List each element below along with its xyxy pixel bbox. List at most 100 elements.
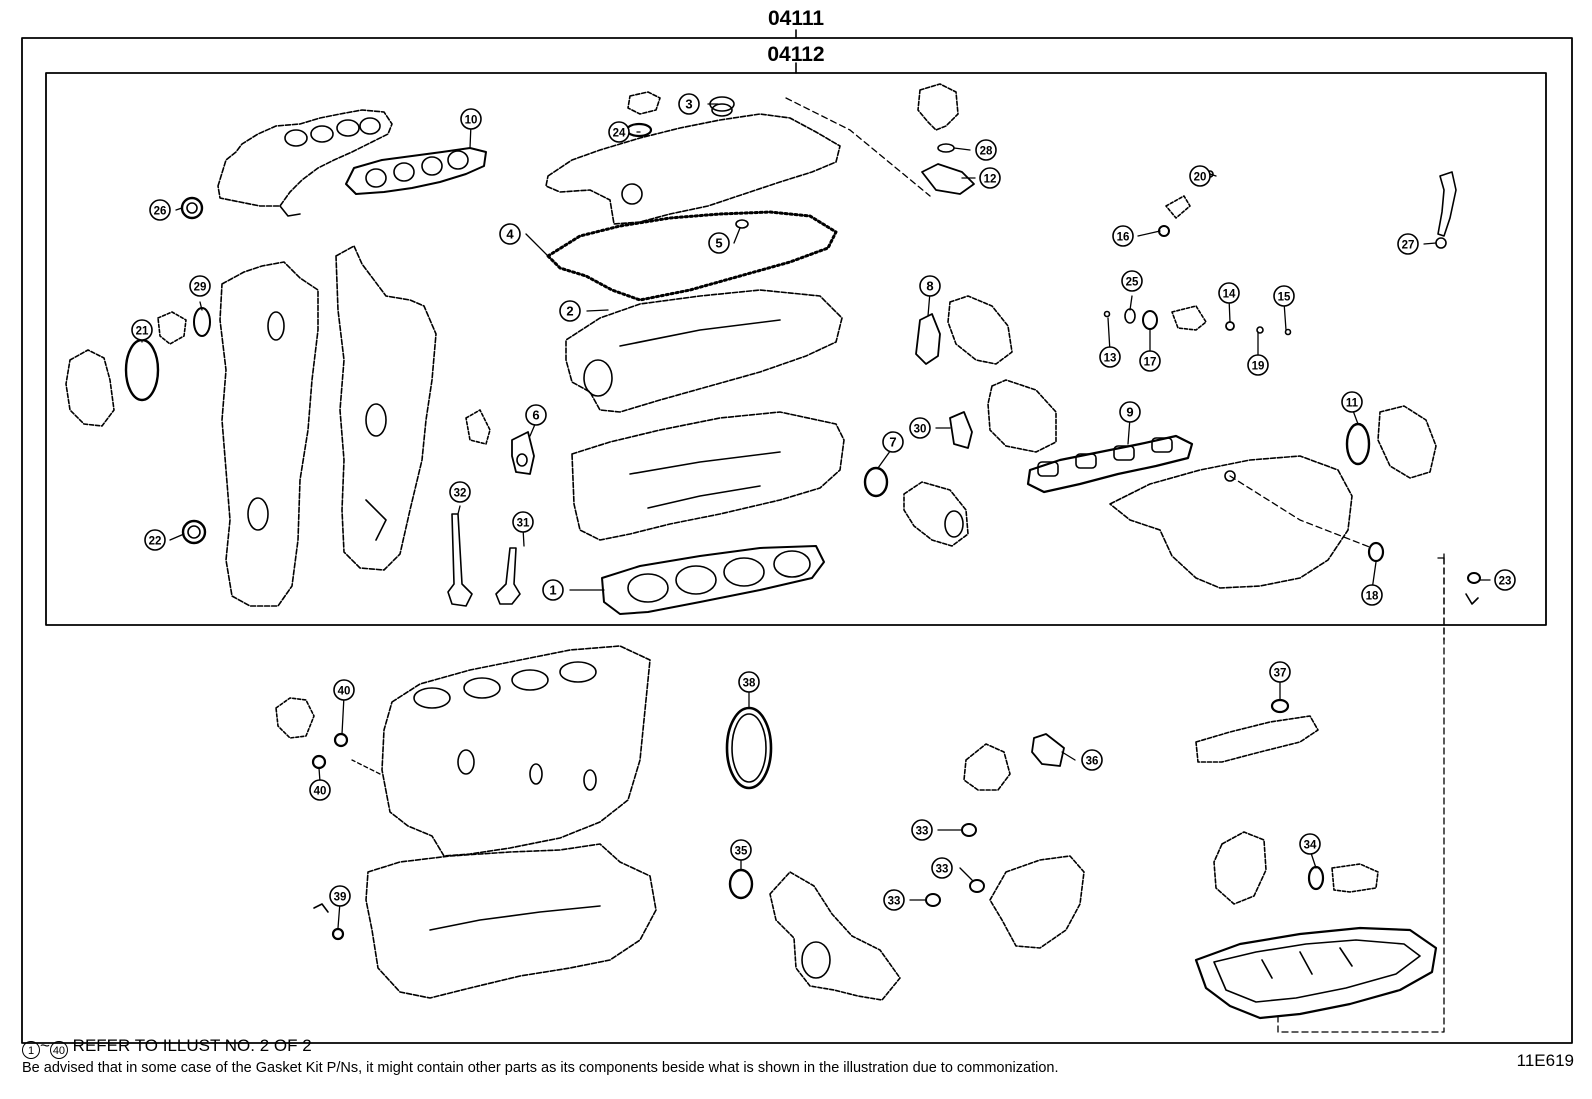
callout-label: 24 (613, 128, 626, 140)
callout-30: 30 (909, 417, 931, 439)
callout-36: 36 (1081, 749, 1103, 771)
cylinder-head-cover (545, 113, 841, 225)
callout-39: 39 (329, 885, 351, 907)
callout-33: 33 (911, 819, 933, 841)
callout-11: 11 (1341, 391, 1363, 413)
callout-40: 40 (309, 779, 331, 801)
callout-label: 40 (314, 786, 327, 798)
callout-24: 24 (608, 121, 630, 143)
commonization-disclaimer: Be advised that in some case of the Gask… (22, 1060, 1059, 1076)
callout-label: 38 (743, 678, 756, 690)
water-pump (947, 295, 1013, 365)
intake-manifold-gasket (1026, 434, 1194, 494)
valve-31 (495, 547, 521, 605)
callout-label: 21 (136, 326, 149, 338)
cylinder-head-cover-gasket (546, 210, 838, 302)
callout-label: 34 (1304, 840, 1317, 852)
callout-label: 9 (1126, 405, 1133, 420)
callout-label: 1 (549, 583, 556, 598)
callout-40: 40 (333, 679, 355, 701)
callout-10: 10 (460, 108, 482, 130)
callout-label: 14 (1223, 289, 1236, 301)
callout-label: 29 (194, 282, 207, 294)
callout-2: 2 (559, 300, 581, 322)
callout-6: 6 (525, 404, 547, 426)
callout-26: 26 (149, 199, 171, 221)
exhaust-manifold-gasket (345, 147, 487, 195)
callout-18: 18 (1361, 584, 1383, 606)
callout-label: 22 (149, 536, 162, 548)
callout-20: 20 (1189, 165, 1211, 187)
illustration-id: 11E619 (1516, 1051, 1574, 1070)
callout-label: 7 (889, 435, 896, 450)
callout-12: 12 (979, 167, 1001, 189)
callout-33: 33 (883, 889, 905, 911)
kit-code-04111: 04111 (768, 7, 824, 30)
range-from-badge: 1 (22, 1041, 40, 1059)
cylinder-head-lower (571, 411, 845, 541)
callout-label: 27 (1402, 240, 1415, 252)
callout-28: 28 (975, 139, 997, 161)
callout-4: 4 (499, 223, 521, 245)
callout-25: 25 (1121, 270, 1143, 292)
kit-code-04112: 04112 (767, 43, 824, 66)
callout-label: 23 (1499, 576, 1512, 588)
callout-label: 17 (1144, 357, 1157, 369)
callout-21: 21 (131, 319, 153, 341)
callout-1: 1 (542, 579, 564, 601)
callout-label: 12 (984, 174, 997, 186)
kit-04112-border (45, 72, 1547, 626)
cylinder-head-gasket (601, 545, 825, 615)
callout-label: 31 (517, 518, 530, 530)
cylinder-block (381, 645, 651, 857)
callout-label: 16 (1117, 232, 1130, 244)
callout-7: 7 (882, 431, 904, 453)
callout-label: 30 (914, 424, 927, 436)
callout-8: 8 (919, 275, 941, 297)
callout-label: 33 (936, 864, 949, 876)
callout-label: 4 (506, 227, 514, 242)
callout-label: 39 (334, 892, 347, 904)
callout-22: 22 (144, 529, 166, 551)
callout-37: 37 (1269, 661, 1291, 683)
callout-13: 13 (1099, 346, 1121, 368)
callout-label: 19 (1252, 361, 1265, 373)
callout-label: 18 (1366, 591, 1379, 603)
callout-label: 6 (532, 408, 539, 423)
callout-label: 3 (685, 97, 692, 112)
valve-32 (447, 513, 473, 607)
callout-31: 31 (512, 511, 534, 533)
range-separator: ~ (40, 1036, 50, 1055)
callout-label: 20 (1194, 172, 1207, 184)
callout-3: 3 (678, 93, 700, 115)
callout-34: 34 (1299, 833, 1321, 855)
callout-27: 27 (1397, 233, 1419, 255)
callout-15: 15 (1273, 285, 1295, 307)
callout-19: 19 (1247, 354, 1269, 376)
callout-label: 37 (1274, 668, 1287, 680)
callout-label: 33 (888, 896, 901, 908)
timing-chain-cover-2 (335, 245, 437, 571)
callout-label: 5 (715, 236, 722, 251)
callout-23: 23 (1494, 569, 1516, 591)
callout-33: 33 (931, 857, 953, 879)
callout-label: 25 (1126, 277, 1139, 289)
callout-label: 8 (926, 279, 933, 294)
callout-label: 35 (735, 846, 748, 858)
callout-label: 36 (1086, 756, 1099, 768)
callout-35: 35 (730, 839, 752, 861)
callout-17: 17 (1139, 350, 1161, 372)
callout-9: 9 (1119, 401, 1141, 423)
callout-label: 13 (1104, 353, 1117, 365)
callout-label: 26 (154, 206, 167, 218)
callout-label: 40 (338, 686, 351, 698)
callout-29: 29 (189, 275, 211, 297)
callout-label: 10 (465, 115, 478, 127)
callout-14: 14 (1218, 282, 1240, 304)
callout-label: 32 (454, 488, 467, 500)
range-to-badge: 40 (49, 1041, 68, 1059)
rear-oil-seal-retainer (769, 871, 901, 1001)
callout-label: 11 (1346, 398, 1359, 410)
callout-label: 28 (980, 146, 993, 158)
